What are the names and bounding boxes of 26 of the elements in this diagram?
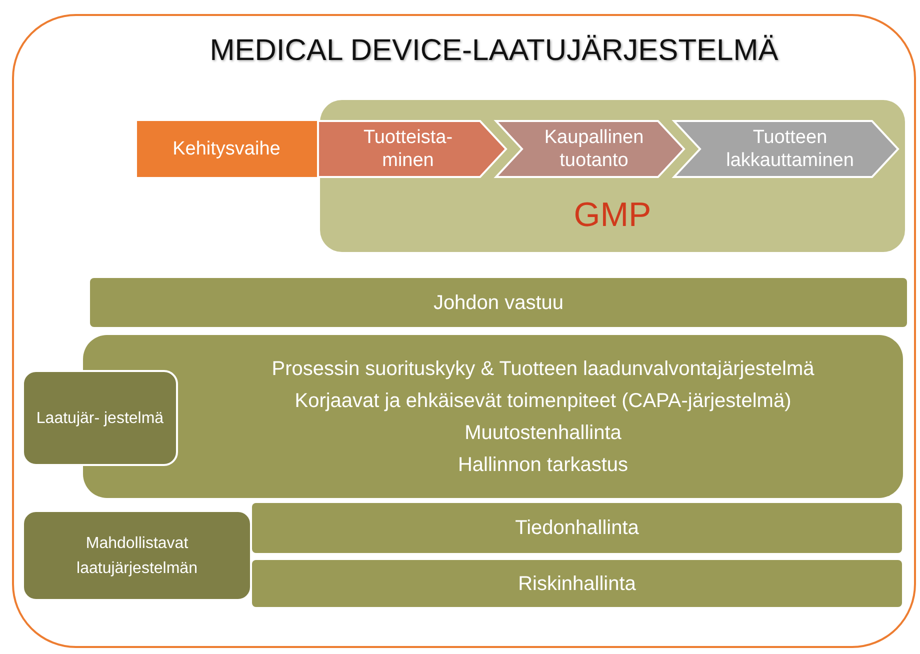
layer-bar — [252, 503, 902, 553]
tab-label: Mahdollistavat laatujärjestelmän — [76, 534, 198, 578]
layer-label: Johdon vastuu — [433, 290, 564, 316]
phase-label: Kehitysvaihe — [172, 138, 282, 160]
layer-label: Muutostenhallinta — [464, 420, 622, 446]
phase-label: Tuotteista- minen — [362, 126, 454, 172]
layer-bar — [252, 560, 902, 607]
layer-label: Riskinhallinta — [518, 572, 636, 596]
tab-label: Laatujär- jestelmä — [36, 408, 164, 428]
phase-step — [318, 121, 506, 177]
phase-step — [674, 121, 898, 177]
side-tab — [22, 370, 178, 466]
layer-label: Prosessin suorituskyky & Tuotteen laadunvalvontajärjestelmä — [272, 356, 814, 382]
diagram-title: MEDICAL DEVICE-LAATUJÄRJESTELMÄ — [208, 34, 780, 68]
phase-block — [137, 121, 318, 177]
phase-step — [496, 121, 684, 177]
layer-label: Tiedonhallinta — [515, 516, 639, 541]
gmp-panel — [320, 100, 905, 252]
gmp-label: GMP — [572, 196, 652, 235]
layer-bar — [90, 278, 907, 327]
side-tab — [22, 510, 252, 601]
phase-label: Kaupallinen tuotanto — [543, 126, 645, 172]
phase-label: Tuotteen lakkauttaminen — [725, 126, 855, 172]
layer-label: Korjaavat ja ehkäisevät toimenpiteet (CAPA-järjestelmä) — [294, 388, 792, 414]
layer-label: Hallinnon tarkastus — [458, 452, 628, 478]
system-frame — [12, 14, 916, 648]
